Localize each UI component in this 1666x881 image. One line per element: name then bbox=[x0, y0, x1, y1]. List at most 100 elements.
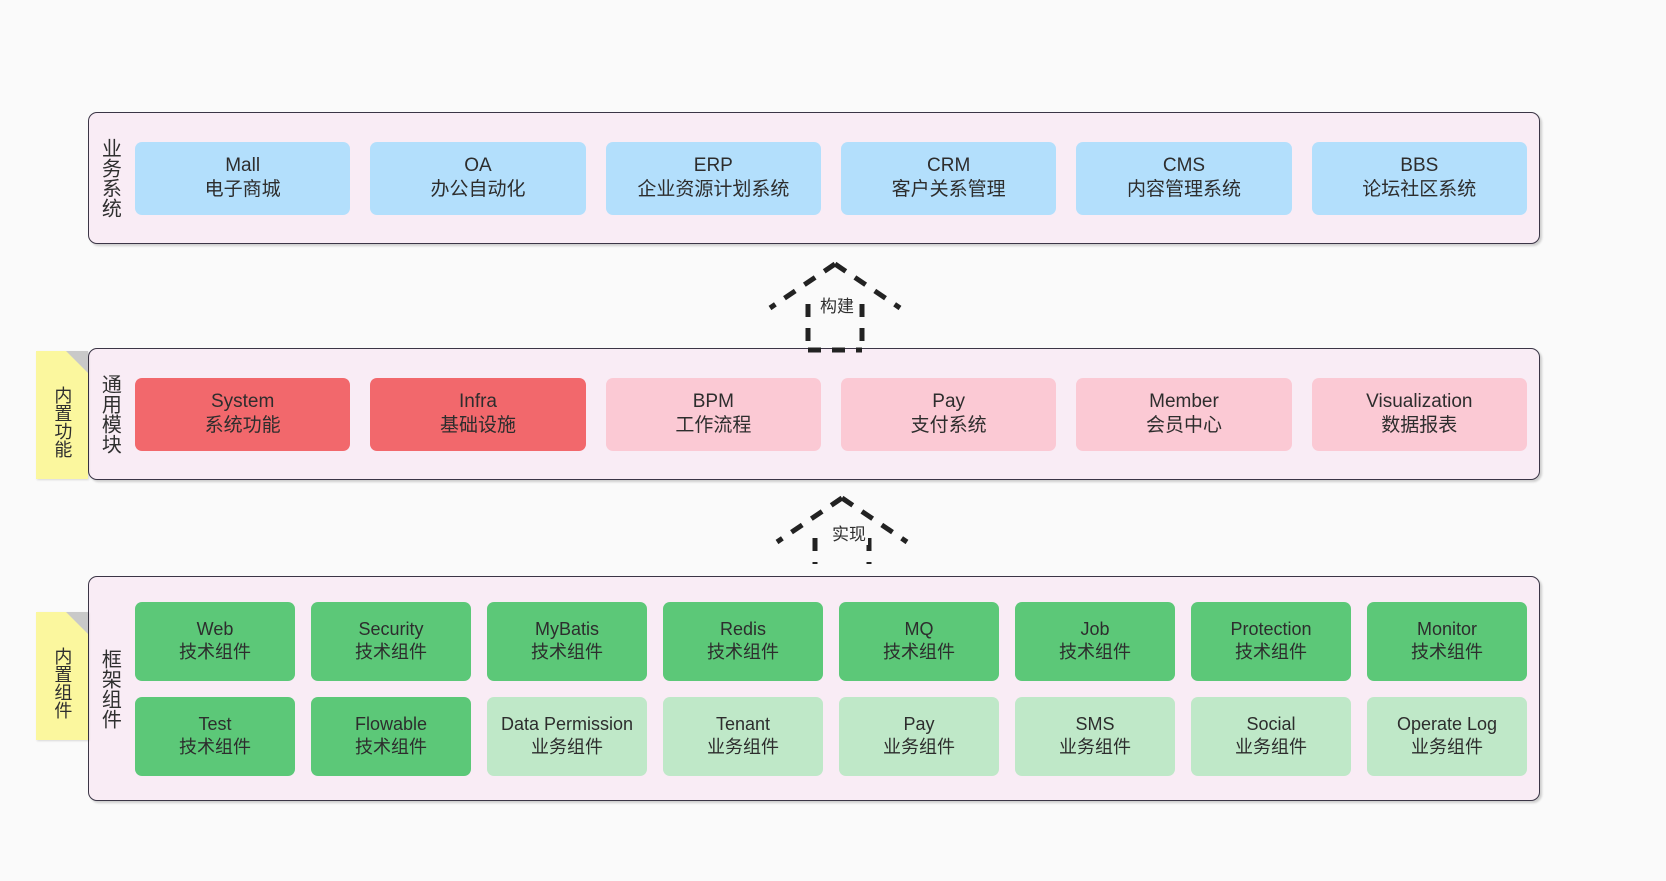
node-security[interactable]: Security 技术组件 bbox=[311, 601, 471, 681]
layer-title-common-module: 通用模块 bbox=[98, 374, 121, 454]
layer-body-framework-component: Web 技术组件 Security 技术组件 MyBatis 技术组件 Redi… bbox=[129, 577, 1539, 800]
node-label-cn: 技术组件 bbox=[883, 642, 955, 662]
node-label-cn: 业务组件 bbox=[707, 737, 779, 757]
node-label-cn: 业务组件 bbox=[883, 737, 955, 757]
node-label-en: Pay bbox=[903, 713, 935, 734]
node-sms[interactable]: SMS 业务组件 bbox=[1015, 696, 1175, 776]
node-label-en: Data Permission bbox=[500, 713, 634, 734]
node-cms[interactable]: CMS 内容管理系统 bbox=[1076, 141, 1292, 215]
arrow-implement-icon bbox=[775, 495, 909, 564]
node-label-en: Test bbox=[198, 713, 232, 734]
row: Web 技术组件 Security 技术组件 MyBatis 技术组件 Redi… bbox=[135, 601, 1527, 681]
node-label-cn: 办公自动化 bbox=[430, 179, 526, 200]
node-label-cn: 内容管理系统 bbox=[1126, 179, 1241, 200]
layer-body-business-system: Mall 电子商城 OA 办公自动化 ERP 企业资源计划系统 CRM 客户关系… bbox=[129, 113, 1539, 243]
node-label-en: MyBatis bbox=[534, 618, 599, 639]
node-label-cn: 企业资源计划系统 bbox=[637, 179, 790, 200]
node-label-en: Security bbox=[358, 618, 424, 639]
node-label-en: OA bbox=[464, 154, 492, 176]
node-label-en: Flowable bbox=[354, 713, 428, 734]
node-label-en: Visualization bbox=[1366, 390, 1473, 412]
node-label-cn: 论坛社区系统 bbox=[1362, 179, 1477, 200]
node-operate-log[interactable]: Operate Log 业务组件 bbox=[1367, 696, 1527, 776]
node-label-cn: 数据报表 bbox=[1381, 415, 1458, 436]
node-label-en: Mall bbox=[225, 154, 261, 176]
node-label-en: System bbox=[210, 390, 275, 412]
node-data-permission[interactable]: Data Permission 业务组件 bbox=[487, 696, 647, 776]
node-label-cn: 基础设施 bbox=[439, 415, 516, 436]
node-tenant[interactable]: Tenant 业务组件 bbox=[663, 696, 823, 776]
arrow-build: 构建 bbox=[760, 258, 910, 354]
node-label-en: Member bbox=[1149, 390, 1219, 412]
row: Test 技术组件 Flowable 技术组件 Data Permission … bbox=[135, 696, 1527, 776]
layer-common-module: 通用模块 System 系统功能 Infra 基础设施 BPM 工作流程 Pay… bbox=[88, 348, 1540, 480]
node-label-en: Pay bbox=[932, 390, 966, 412]
node-label-cn: 技术组件 bbox=[707, 642, 779, 662]
node-label-en: Social bbox=[1246, 713, 1296, 734]
node-label-cn: 系统功能 bbox=[204, 415, 281, 436]
node-label-en: CMS bbox=[1162, 154, 1206, 176]
node-label-cn: 技术组件 bbox=[1235, 642, 1307, 662]
node-web[interactable]: Web 技术组件 bbox=[135, 601, 295, 681]
arrow-build-label: 构建 bbox=[818, 292, 856, 317]
node-label-en: Web bbox=[196, 618, 234, 639]
node-infra[interactable]: Infra 基础设施 bbox=[370, 377, 586, 451]
node-system[interactable]: System 系统功能 bbox=[135, 377, 351, 451]
node-member[interactable]: Member 会员中心 bbox=[1076, 377, 1292, 451]
node-mq[interactable]: MQ 技术组件 bbox=[839, 601, 999, 681]
node-label-cn: 技术组件 bbox=[179, 642, 251, 662]
node-test[interactable]: Test 技术组件 bbox=[135, 696, 295, 776]
node-label-cn: 技术组件 bbox=[355, 737, 427, 757]
page-fold-icon bbox=[66, 351, 88, 373]
node-label-en: BBS bbox=[1400, 154, 1439, 176]
node-monitor[interactable]: Monitor 技术组件 bbox=[1367, 601, 1527, 681]
node-label-cn: 客户关系管理 bbox=[891, 179, 1006, 200]
node-bpm[interactable]: BPM 工作流程 bbox=[605, 377, 821, 451]
node-label-cn: 支付系统 bbox=[910, 415, 987, 436]
node-job[interactable]: Job 技术组件 bbox=[1015, 601, 1175, 681]
layer-framework-component: 框架组件 Web 技术组件 Security 技术组件 MyBatis 技术组件… bbox=[88, 576, 1540, 801]
arrow-build-icon bbox=[768, 261, 902, 353]
node-label-en: ERP bbox=[693, 154, 733, 176]
node-label-en: SMS bbox=[1075, 713, 1115, 734]
node-oa[interactable]: OA 办公自动化 bbox=[370, 141, 586, 215]
sticky-note-label: 内置功能 bbox=[52, 386, 73, 458]
node-protection[interactable]: Protection 技术组件 bbox=[1191, 601, 1351, 681]
layer-title-business-system: 业务系统 bbox=[98, 138, 121, 218]
node-crm[interactable]: CRM 客户关系管理 bbox=[840, 141, 1057, 215]
node-mybatis[interactable]: MyBatis 技术组件 bbox=[487, 601, 647, 681]
node-label-en: Monitor bbox=[1416, 618, 1478, 639]
node-label-en: Job bbox=[1080, 618, 1110, 639]
sticky-note-label: 内置组件 bbox=[52, 647, 73, 719]
row: System 系统功能 Infra 基础设施 BPM 工作流程 Pay 支付系统… bbox=[135, 377, 1527, 451]
layer-business-system: 业务系统 Mall 电子商城 OA 办公自动化 ERP 企业资源计划系统 CRM… bbox=[88, 112, 1540, 244]
node-label-en: MQ bbox=[904, 618, 934, 639]
page-fold-icon bbox=[66, 612, 88, 634]
node-label-en: Protection bbox=[1230, 618, 1312, 639]
node-label-en: Redis bbox=[719, 618, 767, 639]
node-visualization[interactable]: Visualization 数据报表 bbox=[1311, 377, 1527, 451]
node-label-cn: 会员中心 bbox=[1145, 415, 1222, 436]
layer-body-common-module: System 系统功能 Infra 基础设施 BPM 工作流程 Pay 支付系统… bbox=[129, 349, 1539, 479]
node-label-cn: 技术组件 bbox=[531, 642, 603, 662]
arrow-implement: 实现 bbox=[772, 492, 922, 566]
layer-title-framework-component: 框架组件 bbox=[98, 648, 121, 729]
node-label-cn: 业务组件 bbox=[1059, 737, 1131, 757]
sticky-note-builtin-function[interactable]: 内置功能 bbox=[36, 351, 88, 479]
node-flowable[interactable]: Flowable 技术组件 bbox=[311, 696, 471, 776]
sticky-note-builtin-component[interactable]: 内置组件 bbox=[36, 612, 88, 740]
node-pay-business[interactable]: Pay 业务组件 bbox=[839, 696, 999, 776]
node-label-cn: 工作流程 bbox=[675, 415, 752, 436]
node-label-en: CRM bbox=[927, 154, 971, 176]
node-label-cn: 技术组件 bbox=[1059, 642, 1131, 662]
node-label-en: Infra bbox=[458, 390, 497, 412]
node-label-cn: 技术组件 bbox=[179, 737, 251, 757]
node-bbs[interactable]: BBS 论坛社区系统 bbox=[1311, 141, 1527, 215]
node-label-cn: 业务组件 bbox=[1411, 737, 1483, 757]
node-mall[interactable]: Mall 电子商城 bbox=[135, 141, 351, 215]
node-erp[interactable]: ERP 企业资源计划系统 bbox=[605, 141, 821, 215]
node-pay[interactable]: Pay 支付系统 bbox=[840, 377, 1057, 451]
node-social[interactable]: Social 业务组件 bbox=[1191, 696, 1351, 776]
node-redis[interactable]: Redis 技术组件 bbox=[663, 601, 823, 681]
